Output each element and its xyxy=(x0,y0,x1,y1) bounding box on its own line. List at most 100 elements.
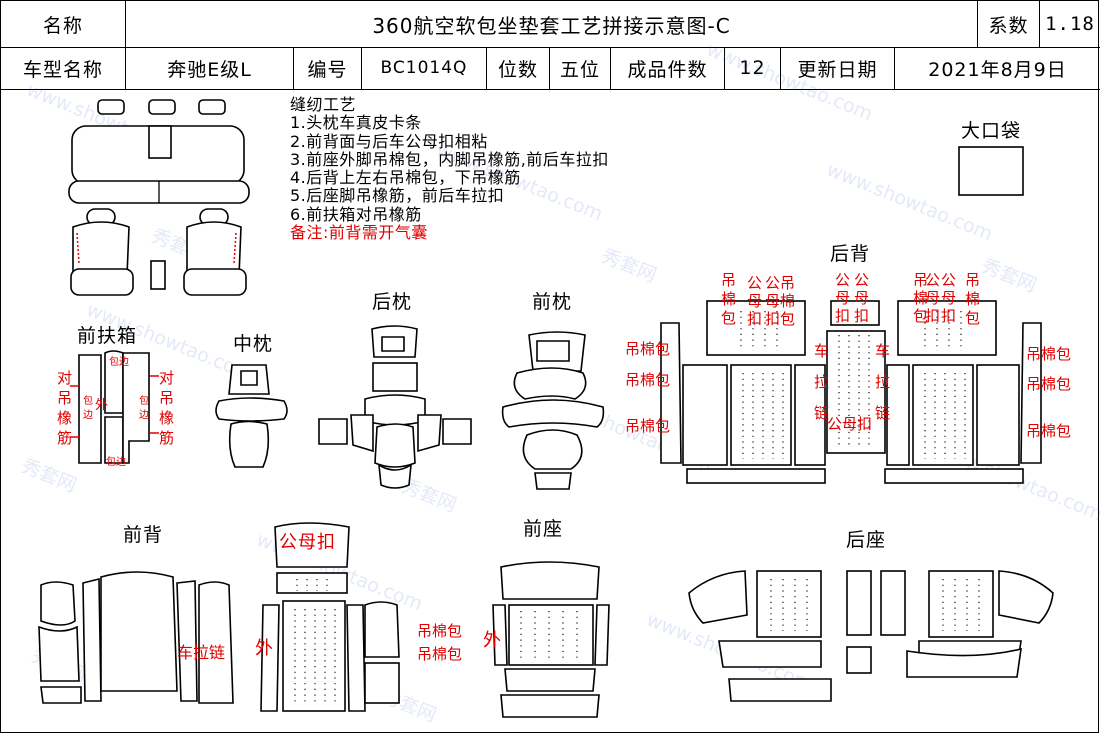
rear-back-note: 扣 xyxy=(941,307,957,325)
armrest-note: 橡 xyxy=(57,409,73,427)
rear-back-note: 母 xyxy=(854,289,870,307)
rear-back-note: 扣 xyxy=(854,307,870,325)
rear-back-note: 扣 xyxy=(835,307,851,325)
note-item: 3.前座外脚吊棉包，内脚吊橡筋,前后车拉扣 xyxy=(290,149,609,169)
rear-back-note: 吊棉包 xyxy=(625,340,671,358)
front-seat-note: 吊棉包 xyxy=(417,645,463,663)
rear-back-note: 吊 xyxy=(780,274,796,292)
front-back-note: 外 xyxy=(255,638,273,659)
rear-back-note: 公 xyxy=(765,274,781,292)
rear-back-note: 车 xyxy=(875,342,891,360)
rear-back-note: 母 xyxy=(835,289,851,307)
label-front-armrest: 前扶箱 xyxy=(77,325,138,347)
rear-back-note: 公 xyxy=(835,271,851,289)
rear-back-note: 吊 xyxy=(965,271,981,289)
rear-back-note: 吊 xyxy=(913,271,929,289)
front-seat-note: 吊棉包 xyxy=(417,622,463,640)
model-label: 车型名称 xyxy=(1,47,126,89)
date-value: 2021年8月9日 xyxy=(928,58,1067,81)
rear-back-note: 公母扣 xyxy=(827,415,873,433)
header-divider xyxy=(1,47,1100,48)
rear-back-note: 棉 xyxy=(913,289,929,307)
rear-pillow-pieces xyxy=(318,325,472,489)
header-bottom-border xyxy=(1,89,1100,90)
note-item: 1.头枕车真皮卡条 xyxy=(290,113,422,133)
rear-back-note: 包 xyxy=(965,309,981,327)
label-front-pillow: 前枕 xyxy=(532,291,573,313)
rear-back-note: 吊棉包 xyxy=(1026,345,1072,363)
rear-back-note: 车 xyxy=(814,342,830,360)
rear-back-note: 母 xyxy=(747,292,763,310)
rear-back-note: 扣 xyxy=(925,307,941,325)
page-title: 360航空软包坐垫套工艺拼接示意图-C xyxy=(126,1,978,47)
seats-value: 五位 xyxy=(550,47,611,89)
notes-title: 缝纫工艺 xyxy=(290,95,357,114)
rear-back-note: 公 xyxy=(941,271,957,289)
label-big-bag: 大口袋 xyxy=(961,120,1022,142)
rear-back-note: 吊棉包 xyxy=(625,371,671,389)
rear-back-pieces xyxy=(660,300,1042,484)
model-value: 奔驰E级L xyxy=(126,47,294,89)
armrest-note: 对 xyxy=(159,369,175,387)
rear-back-note: 包 xyxy=(721,309,737,327)
armrest-note: 筋 xyxy=(159,429,175,447)
rear-back-note: 链 xyxy=(875,404,891,422)
note-remark: 备注:前背需开气囊 xyxy=(290,223,428,243)
pieces-label: 成品件数 xyxy=(611,47,725,89)
armrest-note: 包 xyxy=(139,396,149,407)
label-rear-seat: 后座 xyxy=(846,529,887,551)
armrest-note: 边 xyxy=(83,410,93,421)
note-item: 2.前背面与后车公母扣相粘 xyxy=(290,131,488,151)
rear-back-note: 母 xyxy=(925,289,941,307)
note-item: 6.前扶箱对吊橡筋 xyxy=(290,204,422,224)
middle-pillow-pieces xyxy=(215,364,288,468)
rear-back-note: 包 xyxy=(913,307,929,325)
armrest-note: 边 xyxy=(139,410,149,421)
rear-back-note: 扣 xyxy=(747,310,763,328)
rear-seat-pieces xyxy=(688,570,1054,702)
armrest-note: 吊 xyxy=(159,389,175,407)
coef-label: 系数 xyxy=(978,1,1040,47)
rear-back-note: 吊 xyxy=(721,271,737,289)
armrest-note: 吊 xyxy=(57,389,73,407)
label-front-back: 前背 xyxy=(123,524,164,546)
armrest-note: 外 xyxy=(95,398,109,413)
label-rear-pillow: 后枕 xyxy=(372,291,413,313)
armrest-note: 包边 xyxy=(106,457,126,468)
rear-back-note: 包 xyxy=(780,310,796,328)
armrest-note: 橡 xyxy=(159,409,175,427)
rear-back-note: 拉 xyxy=(875,373,891,391)
rear-back-note: 吊棉包 xyxy=(625,417,671,435)
armrest-note: 筋 xyxy=(57,429,73,447)
armrest-pieces xyxy=(70,350,159,464)
front-back-note: 车拉链 xyxy=(177,643,226,662)
rear-back-note: 公 xyxy=(925,271,941,289)
note-item: 5.后座脚吊橡筋，前后车拉扣 xyxy=(290,186,505,206)
front-back-note: 公母扣 xyxy=(279,532,336,553)
rear-back-note: 扣 xyxy=(765,310,781,328)
front-back-pieces xyxy=(38,522,400,712)
seats-label: 位数 xyxy=(487,47,550,89)
front-pillow-pieces xyxy=(501,331,605,490)
rear-back-note: 公 xyxy=(747,274,763,292)
note-item: 4.后背上左右吊棉包，下吊橡筋 xyxy=(290,168,521,188)
front-seat-pieces xyxy=(492,561,610,718)
rear-back-note: 棉 xyxy=(965,290,981,308)
rear-back-note: 棉 xyxy=(721,290,737,308)
overview-front-seats xyxy=(70,208,247,296)
armrest-note: 对 xyxy=(57,369,73,387)
rear-back-note: 吊棉包 xyxy=(1026,422,1072,440)
front-seat-note: 外 xyxy=(483,630,501,651)
rear-back-note: 母 xyxy=(765,292,781,310)
armrest-note: 包 xyxy=(83,396,93,407)
rear-back-note: 链 xyxy=(814,404,830,422)
overview-rear-bench xyxy=(68,99,250,204)
label-middle-pillow: 中枕 xyxy=(233,333,274,355)
name-label: 名称 xyxy=(1,1,126,47)
rear-back-note: 拉 xyxy=(814,373,830,391)
label-front-seat: 前座 xyxy=(523,518,564,540)
rear-back-note: 棉 xyxy=(780,292,796,310)
date-label: 更新日期 xyxy=(781,47,895,89)
